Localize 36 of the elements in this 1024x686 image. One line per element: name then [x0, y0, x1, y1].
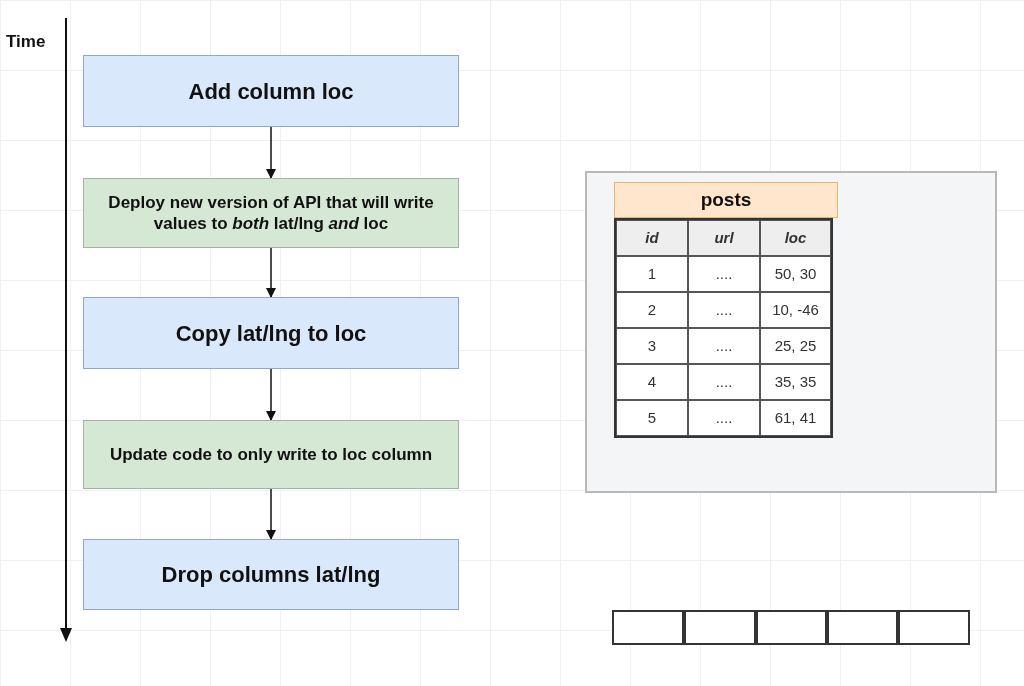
table-cell: 35, 35: [760, 364, 831, 400]
table-cell: 25, 25: [760, 328, 831, 364]
node-label: posts: [700, 187, 752, 212]
arrow: [265, 247, 277, 299]
process-box: [83, 55, 459, 127]
arrow: [265, 488, 277, 541]
arrow: [265, 368, 277, 422]
table-cell: 10, -46: [760, 292, 831, 328]
arrow: [265, 126, 277, 180]
node-label: Drop columns lat/lng: [161, 561, 381, 589]
column-header: loc: [760, 220, 831, 256]
node-label: Copy lat/lng to loc: [175, 319, 367, 348]
table-cell: ....: [688, 292, 760, 328]
node-label: Deploy new version of API that will write values to both lat/lng and loc: [107, 191, 435, 235]
table-cell: 61, 41: [760, 400, 831, 436]
table-title: [614, 182, 838, 218]
table-cell: ....: [688, 400, 760, 436]
process-box: [83, 420, 459, 489]
table-cell: ....: [688, 364, 760, 400]
table-panel: [585, 171, 997, 493]
table-cell: ....: [688, 256, 760, 292]
node-label: Update code to only write to loc column: [109, 443, 433, 466]
table-cell: 1: [616, 256, 688, 292]
column-header: id: [616, 220, 688, 256]
node-label: Add column loc: [188, 77, 354, 106]
table-cell: 4: [616, 364, 688, 400]
process-box: [83, 297, 459, 369]
table-cell: 3: [616, 328, 688, 364]
process-box: [83, 178, 459, 248]
table-cell: 50, 30: [760, 256, 831, 292]
table-cell: 5: [616, 400, 688, 436]
axis-label: Time: [6, 31, 46, 53]
column-header: url: [688, 220, 760, 256]
process-box: [83, 539, 459, 610]
table-cell: ....: [688, 328, 760, 364]
table-cell: 2: [616, 292, 688, 328]
